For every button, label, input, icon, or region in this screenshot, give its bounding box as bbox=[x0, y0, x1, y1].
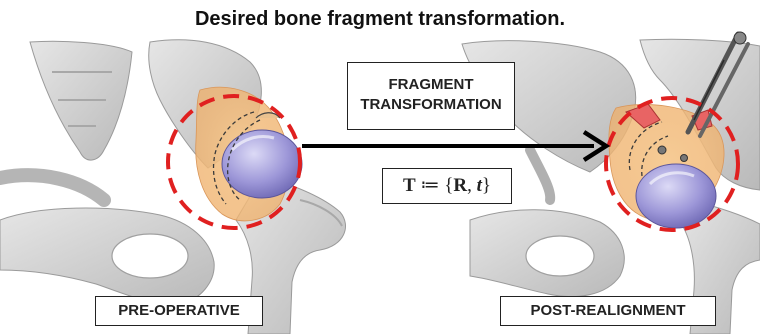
fragment-transformation-label: FRAGMENT TRANSFORMATION bbox=[347, 62, 515, 130]
fragment-label-line2: TRANSFORMATION bbox=[348, 95, 514, 115]
formula-symbol: T bbox=[403, 175, 416, 196]
formula-rotation: R bbox=[453, 175, 467, 196]
figure-title: Desired bone fragment transformation. bbox=[0, 8, 760, 31]
pre-operative-panel bbox=[0, 40, 346, 334]
post-realignment-label: POST-REALIGNMENT bbox=[500, 296, 716, 326]
pre-operative-label: PRE-OPERATIVE bbox=[95, 296, 263, 326]
transformation-formula: T ≔ {R, t} bbox=[382, 168, 512, 204]
formula-separator: , bbox=[467, 175, 477, 196]
fragment-label-line1: FRAGMENT bbox=[348, 75, 514, 95]
femoral-head bbox=[222, 130, 302, 198]
formula-close: } bbox=[482, 175, 491, 196]
formula-assign: ≔ { bbox=[416, 175, 454, 196]
